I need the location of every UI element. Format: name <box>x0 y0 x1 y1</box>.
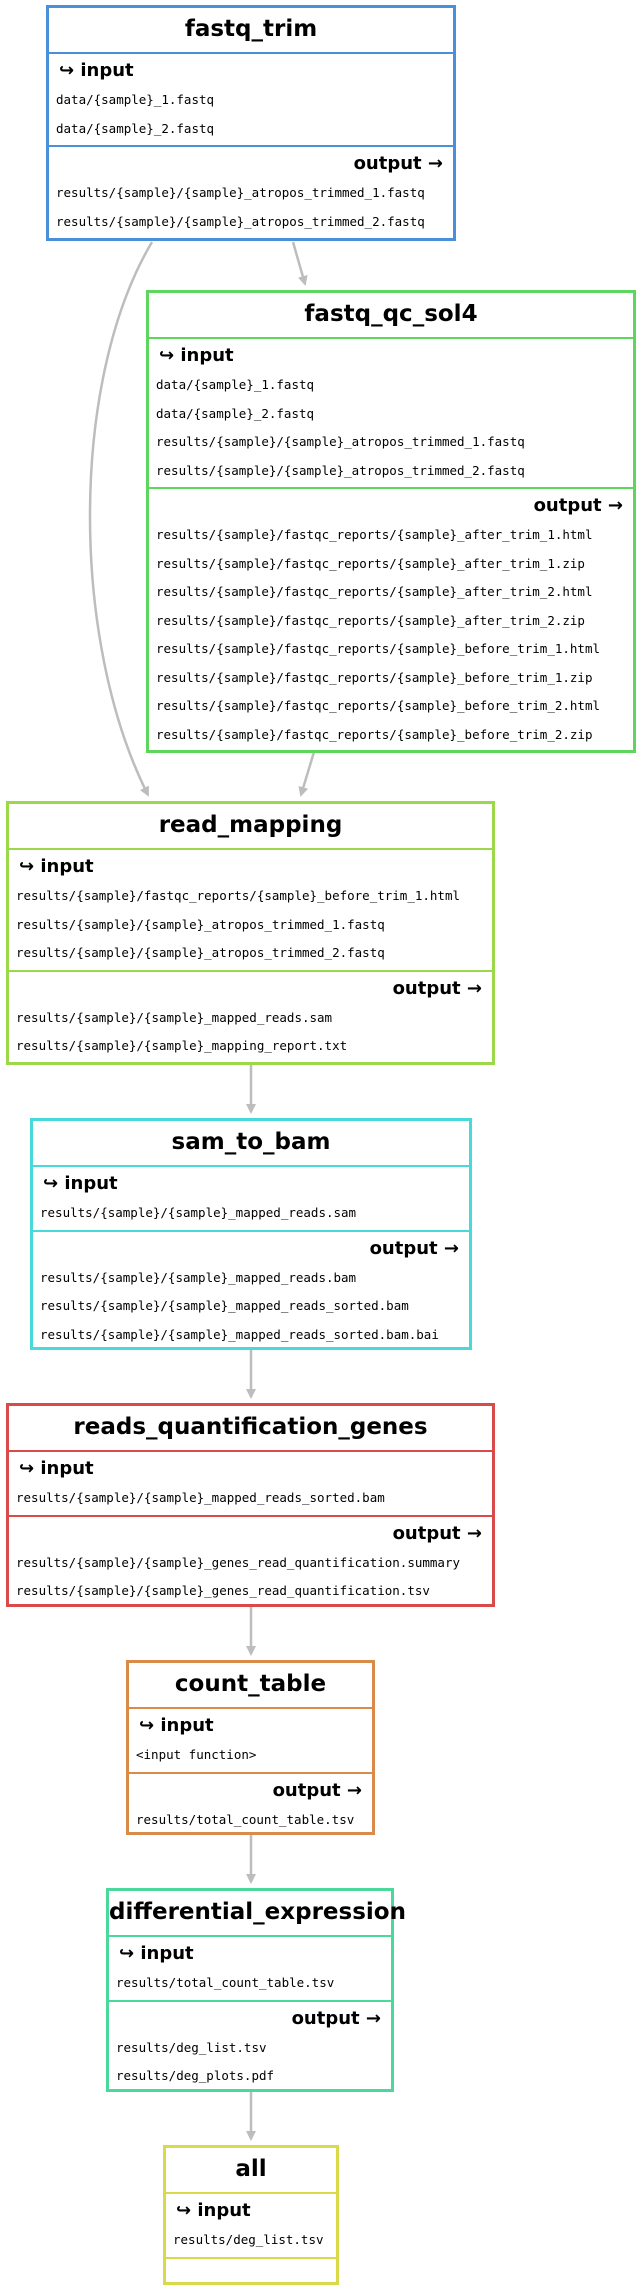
node-title: fastq_trim <box>184 16 318 42</box>
node-differential-expression: differential_expression ↪ input results/to… <box>106 1888 406 2093</box>
node-reads-quantification-genes: reads_quantification_genes ↪ input results… <box>6 1403 495 1607</box>
node-read-mapping: read_mapping ↪ input results/{sample}/fast… <box>6 801 495 1065</box>
output-section <box>166 2256 336 2290</box>
output-file: results/{sample}/fastqc_reports/{sample}… <box>156 669 593 685</box>
input-file: results/{sample}/{sample}_mapped_reads_s… <box>16 1490 385 1505</box>
output-header: output → <box>533 495 623 516</box>
output-header: output → <box>392 977 482 999</box>
input-header: ↪ input <box>19 856 94 877</box>
input-file: results/{sample}/{sample}_atropos_trimme… <box>156 462 525 478</box>
output-section: output → results/{sample}/{sample}_mapped… <box>9 969 492 1063</box>
input-file: results/deg_list.tsv <box>173 2232 324 2247</box>
output-file: results/deg_plots.pdf <box>116 2068 275 2083</box>
node-title: read_mapping <box>158 812 343 838</box>
output-file: results/{sample}/fastqc_reports/{sample}… <box>156 555 585 571</box>
input-file: results/{sample}/{sample}_atropos_trimme… <box>16 945 385 960</box>
input-header: ↪ input <box>119 1943 194 1964</box>
input-section: ↪ input results/{sample}/fastqc_reports/{… <box>9 848 492 970</box>
output-file: results/{sample}/{sample}_mapping_report… <box>16 1038 348 1053</box>
output-file: results/{sample}/fastqc_reports/{sample}… <box>156 641 601 656</box>
input-section: ↪ input results/total_count_table.tsv <box>109 1935 391 2000</box>
input-file: results/{sample}/{sample}_atropos_trimme… <box>16 916 385 932</box>
input-section: ↪ input data/{sample}_1.fastq data/{sample… <box>49 52 453 145</box>
edge-fastq-qc-sol4-to-read-mapping <box>298 751 316 797</box>
node-title: all <box>235 2156 267 2182</box>
node-title: differential_expression <box>109 1899 406 1925</box>
edge-fastq-trim-to-fastq-qc-sol4 <box>291 241 308 286</box>
output-file: results/{sample}/{sample}_mapped_reads_s… <box>40 1326 439 1342</box>
input-header: ↪ input <box>176 2200 251 2221</box>
node-sam-to-bam: sam_to_bam ↪ input results/{sample}/{sampl… <box>30 1118 472 1350</box>
input-file: data/{sample}_1.fastq <box>156 377 315 392</box>
input-section: ↪ input data/{sample}_1.fastq data/{sample… <box>149 337 633 487</box>
input-file: data/{sample}_2.fastq <box>156 405 315 421</box>
input-header: ↪ input <box>159 345 234 366</box>
edge-fastq-trim-to-read-mapping <box>88 241 154 797</box>
input-file: results/total_count_table.tsv <box>116 1975 335 1990</box>
output-section: output → results/{sample}/fastqc_reports/… <box>149 487 633 751</box>
output-section: output → results/{sample}/{sample}_genes_… <box>9 1514 492 1608</box>
input-file: results/{sample}/{sample}_mapped_reads.s… <box>40 1205 357 1220</box>
output-header: output → <box>291 2007 381 2029</box>
output-file: results/{sample}/{sample}_mapped_reads_s… <box>40 1298 409 1313</box>
input-file: <input function> <box>136 1747 257 1762</box>
node-all: all ↪ input results/deg_list.tsv <box>163 2145 339 2285</box>
output-file: results/{sample}/fastqc_reports/{sample}… <box>156 726 593 742</box>
output-file: results/{sample}/fastqc_reports/{sample}… <box>156 584 593 599</box>
output-file: results/{sample}/{sample}_mapped_reads.s… <box>16 1009 333 1025</box>
output-file: results/deg_list.tsv <box>116 2039 267 2055</box>
input-section: ↪ input <input function> <box>129 1707 372 1772</box>
output-file: results/{sample}/{sample}_atropos_trimme… <box>56 213 425 229</box>
output-section: output → results/deg_list.tsv results/deg_… <box>109 1999 391 2093</box>
output-file: results/{sample}/fastqc_reports/{sample}… <box>156 612 585 628</box>
node-fastq-qc-sol4: fastq_qc_sol4 ↪ input data/{sample}_1.fast… <box>146 290 636 753</box>
input-file: data/{sample}_1.fastq <box>56 92 215 107</box>
output-file: results/{sample}/{sample}_genes_read_qua… <box>16 1554 461 1570</box>
node-title: reads_quantification_genes <box>73 1414 428 1440</box>
input-section: ↪ input results/deg_list.tsv <box>166 2192 336 2257</box>
input-file: results/{sample}/fastqc_reports/{sample}… <box>16 888 461 903</box>
output-section: output → results/{sample}/{sample}_atropo… <box>49 145 453 238</box>
output-file: results/total_count_table.tsv <box>136 1811 355 1827</box>
input-section: ↪ input results/{sample}/{sample}_mapped_… <box>33 1165 469 1230</box>
output-header: output → <box>392 1522 482 1544</box>
output-section: output → results/{sample}/{sample}_mapped… <box>33 1229 469 1352</box>
output-file: results/{sample}/{sample}_atropos_trimme… <box>56 185 425 200</box>
node-title: sam_to_bam <box>171 1129 331 1155</box>
output-file: results/{sample}/fastqc_reports/{sample}… <box>156 527 593 542</box>
input-section: ↪ input results/{sample}/{sample}_mapped_… <box>9 1450 492 1515</box>
input-header: ↪ input <box>43 1173 118 1194</box>
output-file: results/{sample}/{sample}_genes_read_qua… <box>16 1583 430 1598</box>
output-header: output → <box>353 153 443 174</box>
input-header: ↪ input <box>139 1715 214 1736</box>
input-file: data/{sample}_2.fastq <box>56 120 215 136</box>
node-title: count_table <box>174 1671 327 1697</box>
output-header: output → <box>369 1237 459 1259</box>
input-header: ↪ input <box>59 60 134 81</box>
output-header: output → <box>272 1779 362 1801</box>
input-file: results/{sample}/{sample}_atropos_trimme… <box>156 434 525 449</box>
output-section: output → results/total_count_table.tsv <box>129 1771 372 1837</box>
output-file: results/{sample}/fastqc_reports/{sample}… <box>156 698 601 713</box>
node-count-table: count_table ↪ input <input function> output… <box>126 1660 375 1835</box>
node-title: fastq_qc_sol4 <box>304 301 478 327</box>
input-header: ↪ input <box>19 1458 94 1479</box>
output-file: results/{sample}/{sample}_mapped_reads.b… <box>40 1269 357 1285</box>
